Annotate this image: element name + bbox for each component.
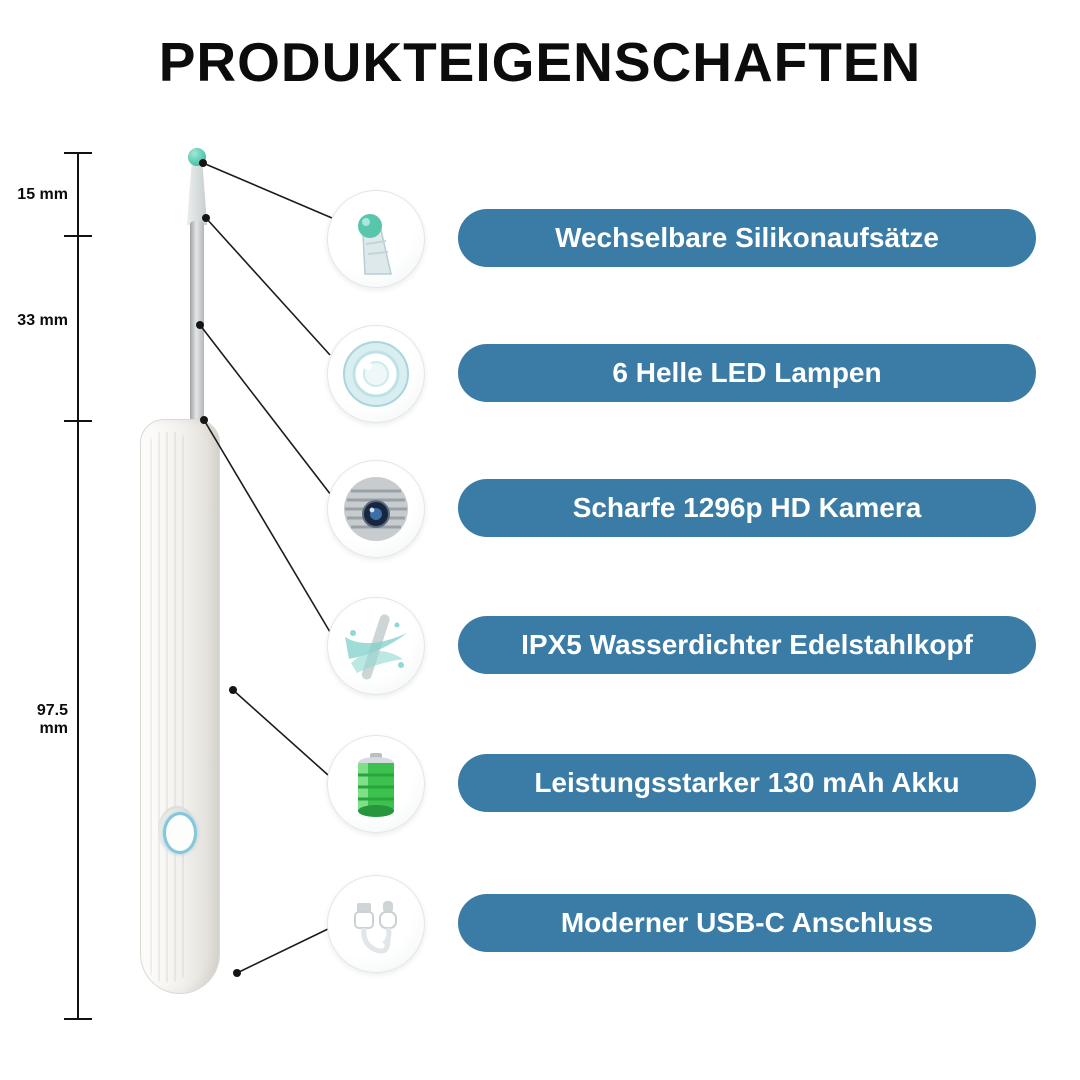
battery-icon bbox=[358, 753, 394, 817]
callout-battery bbox=[327, 735, 425, 833]
device-grip-grooves bbox=[150, 432, 186, 982]
feature-banner-label: Moderner USB-C Anschluss bbox=[560, 907, 934, 938]
device-silicone-cone bbox=[186, 161, 208, 225]
silicone-tip-icon bbox=[358, 214, 392, 275]
measurement-tick bbox=[64, 235, 92, 237]
device-silicone-tip bbox=[188, 148, 206, 166]
led-ring-icon bbox=[343, 341, 409, 407]
callout-water-splash bbox=[327, 597, 425, 695]
callout-camera-lens bbox=[327, 460, 425, 558]
callout-led-ring bbox=[327, 325, 425, 423]
measurement-label-shaft: 33 mm bbox=[17, 312, 68, 329]
callout-usb-cable bbox=[327, 875, 425, 973]
feature-banner-led: 6 Helle LED Lampen bbox=[458, 344, 1036, 402]
usb-cable-icon bbox=[354, 901, 397, 954]
feature-banner-camera: Scharfe 1296p HD Kamera bbox=[458, 479, 1036, 537]
feature-banner-silicone: Wechselbare Silikonaufsätze bbox=[458, 209, 1036, 267]
feature-banner-label: Leistungsstarker 130 mAh Akku bbox=[534, 767, 960, 798]
camera-lens-icon bbox=[344, 477, 408, 541]
measurement-tick bbox=[64, 152, 92, 154]
page-title: PRODUKTEIGENSCHAFTEN bbox=[158, 31, 922, 93]
device-power-button bbox=[163, 812, 197, 854]
measurement-tick bbox=[64, 1018, 92, 1020]
measurement-label-body: 97.5 mm bbox=[36, 702, 68, 737]
device-steel-shaft bbox=[190, 221, 204, 427]
measurement-label-tip: 15 mm bbox=[17, 186, 68, 203]
feature-banner-label: 6 Helle LED Lampen bbox=[612, 357, 882, 388]
feature-banner-waterproof: IPX5 Wasserdichter Edelstahlkopf bbox=[458, 616, 1036, 674]
feature-banner-battery: Leistungsstarker 130 mAh Akku bbox=[458, 754, 1036, 812]
feature-banner-usb: Moderner USB-C Anschluss bbox=[458, 894, 1036, 952]
measurement-bracket-line bbox=[77, 152, 79, 1020]
feature-banner-label: Wechselbare Silikonaufsätze bbox=[555, 222, 939, 253]
water-splash-icon bbox=[345, 614, 407, 680]
callout-silicone-tip bbox=[327, 190, 425, 288]
feature-banner-label: Scharfe 1296p HD Kamera bbox=[572, 492, 922, 523]
feature-banner-label: IPX5 Wasserdichter Edelstahlkopf bbox=[521, 629, 973, 660]
measurement-tick bbox=[64, 420, 92, 422]
